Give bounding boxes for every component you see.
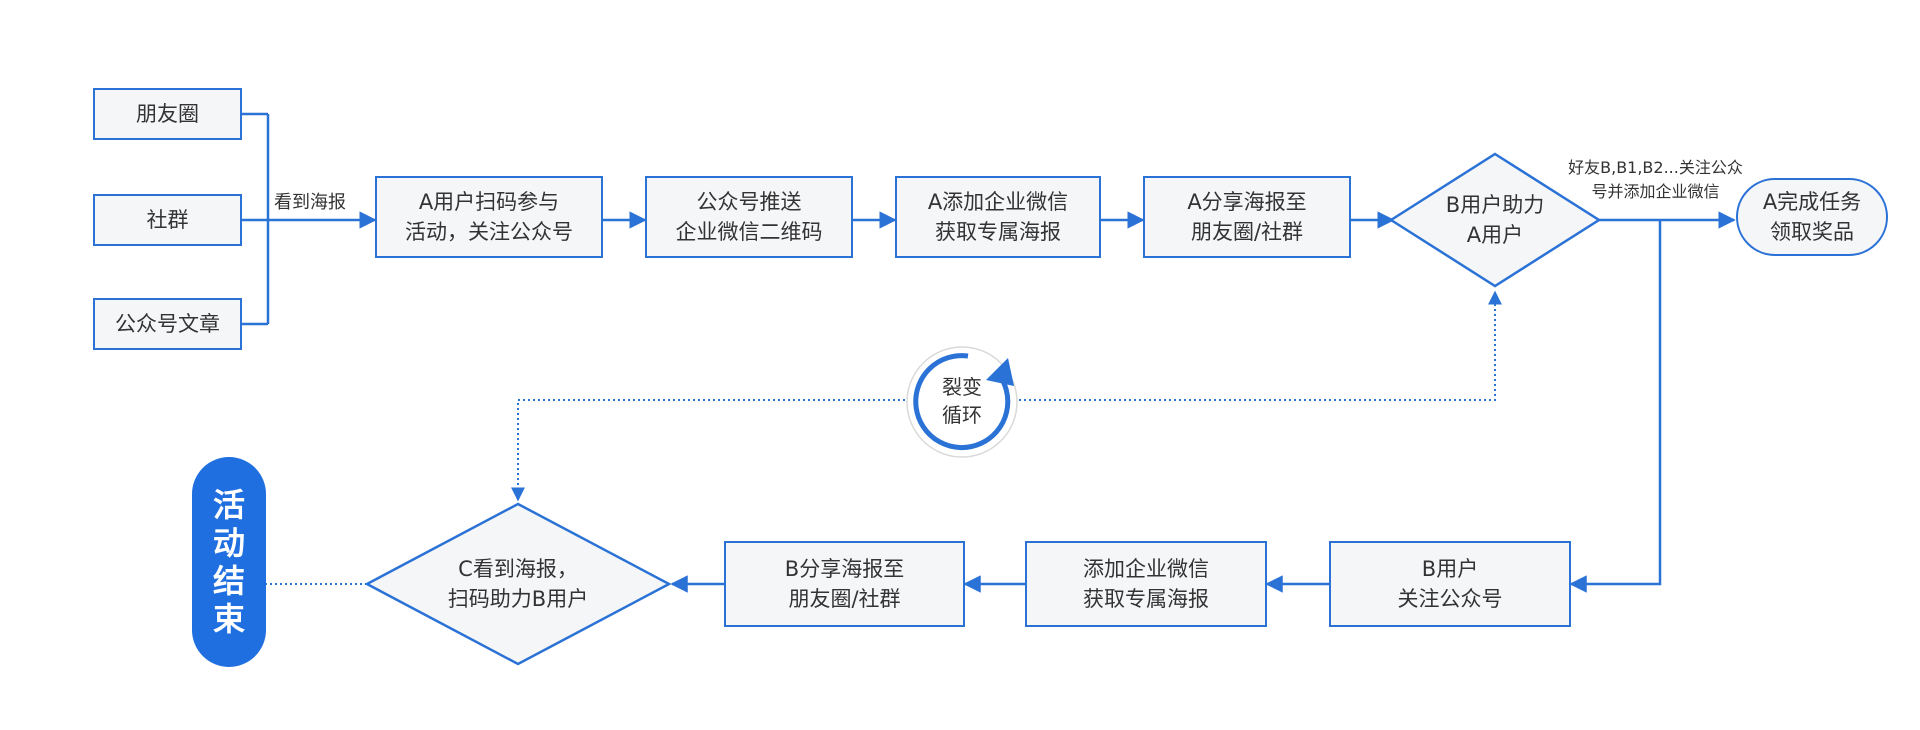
step-b-add-wecom: 添加企业微信 获取专属海报 bbox=[1025, 541, 1267, 627]
end-node: 活动结束 bbox=[192, 457, 266, 667]
edge-label-see-poster: 看到海报 bbox=[274, 192, 346, 213]
decision-c-shape bbox=[364, 502, 672, 666]
step-a-scan-follow: A用户扫码参与 活动，关注公众号 bbox=[375, 176, 603, 258]
decision-c-label: C看到海报， 扫码助力B用户 bbox=[447, 557, 589, 611]
end-label: 活动结束 bbox=[212, 486, 245, 638]
step-a-add-wecom: A添加企业微信 获取专属海报 bbox=[895, 176, 1101, 258]
source-bracket bbox=[242, 112, 270, 326]
step-push-qrcode: 公众号推送 企业微信二维码 bbox=[645, 176, 853, 258]
loop-path-left bbox=[511, 399, 905, 502]
loop-arrow-icon bbox=[986, 358, 1014, 386]
decision-b-shape bbox=[1388, 152, 1602, 288]
decision-b-label: B用户助力 A用户 bbox=[1445, 193, 1545, 247]
source-article: 公众号文章 bbox=[93, 298, 242, 350]
loop-label: 裂变 循环 bbox=[942, 375, 982, 427]
step-b-share-poster: B分享海报至 朋友圈/社群 bbox=[724, 541, 965, 627]
source-moments: 朋友圈 bbox=[93, 88, 242, 140]
loop-badge-outer bbox=[906, 346, 1018, 458]
step-b-follow: B用户 关注公众号 bbox=[1329, 541, 1571, 627]
finish-node: A完成任务 领取奖品 bbox=[1736, 178, 1888, 256]
source-community: 社群 bbox=[93, 194, 242, 246]
arrow-down-to-b-follow bbox=[1569, 220, 1662, 593]
edge-label-friends: 好友B,B1,B2...关注公众 号并添加企业微信 bbox=[1568, 158, 1743, 201]
step-a-share-poster: A分享海报至 朋友圈/社群 bbox=[1143, 176, 1351, 258]
loop-path-right bbox=[1019, 290, 1502, 401]
loop-arc bbox=[913, 353, 1011, 451]
